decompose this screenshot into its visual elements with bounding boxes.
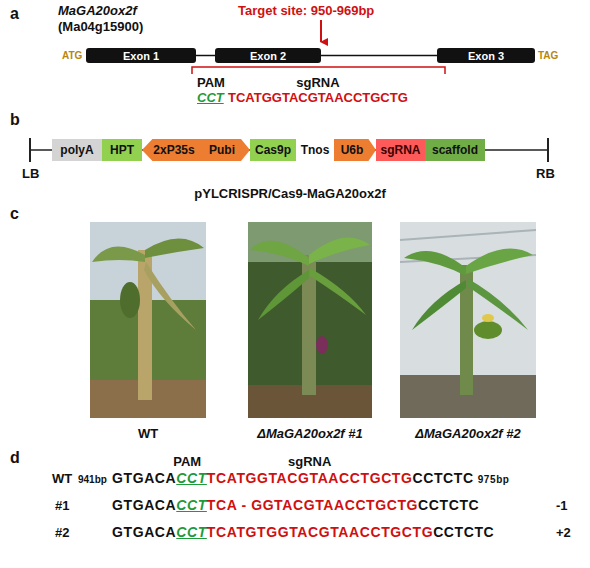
- text-label: PAM: [197, 75, 225, 91]
- sequence-segment: CCTCTC: [418, 497, 479, 513]
- construct-element: Pubi: [200, 139, 250, 161]
- exon-label: Exon 1: [123, 50, 159, 62]
- intron-line: [321, 55, 437, 57]
- text-label: ΔMaGA20ox2f #1: [257, 426, 363, 442]
- text-label: sgRNA: [288, 454, 331, 470]
- text-label: 941bp: [78, 474, 107, 486]
- text-label: PAM: [173, 454, 201, 470]
- exon-label: Exon 2: [250, 50, 286, 62]
- sequence-segment: GTGACA: [112, 470, 176, 486]
- text-label: ΔMaGA20ox2f #2: [415, 426, 521, 442]
- text-label: Target site: 950-969bp: [238, 3, 374, 19]
- text-label: WT: [52, 471, 72, 487]
- construct-element: U6b: [334, 139, 376, 161]
- text-label: RB: [536, 166, 555, 182]
- construct-element: polyA: [52, 139, 102, 161]
- construct-element: Cas9p: [250, 139, 296, 161]
- sequence-row: GTGACACCTTCATGGTACGTAACCTGCTGCCTCTC 975bp: [112, 470, 510, 487]
- element-label: polyA: [60, 143, 93, 157]
- construct-element: sgRNA: [376, 139, 425, 161]
- sequence-segment: CCT: [176, 497, 207, 513]
- sequence-row: GTGACACCTTCATGTGGTACGTAACCTGCTGCCTCTC: [112, 524, 494, 541]
- text-label: #1: [55, 498, 69, 514]
- element-label: HPT: [110, 143, 134, 157]
- element-label: U6b: [341, 143, 364, 157]
- text-label: sgRNA: [296, 75, 339, 91]
- element-label: Cas9p: [255, 143, 291, 157]
- construct-element: scaffold: [425, 139, 485, 161]
- text-label: TAG: [538, 50, 558, 62]
- sequence-segment: CCTCTC: [433, 524, 494, 540]
- exon-box: Exon 1: [86, 48, 196, 63]
- sequence-segment: GTGACA: [112, 497, 176, 513]
- construct-element: HPT: [102, 139, 142, 161]
- exon-box: Exon 2: [215, 48, 321, 63]
- text-label: TCATGGTACGTAACCTGCTG: [228, 90, 408, 106]
- sequence-segment: GTGACA: [112, 524, 176, 540]
- sequence-segment: TCA - GGTACGTAACCTGCTG: [207, 497, 418, 513]
- construct-element: Tnos: [296, 139, 334, 161]
- intron-line: [196, 55, 215, 57]
- sequence-segment: TCATGGTACGTAACCTGCTG: [207, 470, 413, 486]
- element-label: sgRNA: [380, 143, 420, 157]
- text-label: MaGA20ox2f: [58, 3, 137, 19]
- text-label: #2: [55, 525, 69, 541]
- text-label: -1: [556, 498, 568, 514]
- panel-letter: a: [10, 4, 19, 23]
- exon-label: Exon 3: [468, 50, 504, 62]
- text-label: LB: [22, 166, 39, 182]
- exon-box: Exon 3: [437, 48, 535, 63]
- sequence-row: GTGACACCTTCA - GGTACGTAACCTGCTGCCTCTC: [112, 497, 479, 514]
- panel-letter: c: [10, 204, 19, 223]
- text-label: +2: [556, 525, 571, 541]
- text-label: WT: [138, 426, 158, 442]
- text-label: CCT: [197, 90, 224, 106]
- text-label: ATG: [62, 50, 82, 62]
- sequence-segment: CCTCTC: [412, 470, 473, 486]
- sequence-segment: TCATGTGGTACGTAACCTGCTG: [207, 524, 433, 540]
- panel-letter: d: [10, 448, 20, 467]
- panel-letter: b: [10, 110, 20, 129]
- element-label: Pubi: [209, 143, 235, 157]
- construct-element: 2xP35s: [142, 139, 200, 161]
- sequence-segment: CCT: [176, 524, 207, 540]
- text-label: pYLCRISPR/Cas9-MaGA20ox2f: [194, 186, 385, 202]
- text-label: (Ma04g15900): [58, 19, 143, 35]
- sequence-segment: CCT: [176, 470, 207, 486]
- element-label: 2xP35s: [153, 143, 194, 157]
- element-label: Tnos: [301, 143, 330, 157]
- sequence-segment: 975bp: [478, 474, 510, 485]
- element-label: scaffold: [432, 143, 478, 157]
